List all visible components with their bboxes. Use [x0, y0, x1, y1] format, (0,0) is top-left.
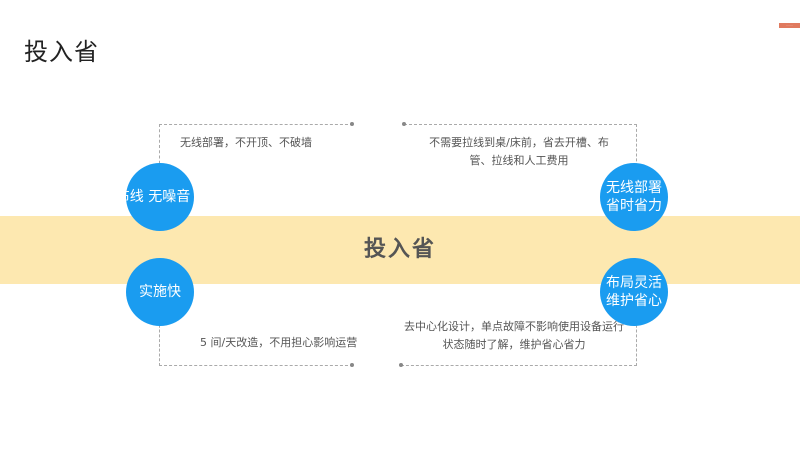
corner-tag: ······· [779, 23, 800, 28]
feature-circle-wireless: 无线部署省时省力 [600, 163, 668, 231]
dashed-frame-bottom-right [401, 320, 637, 366]
frame-dot-bottom-left-end [350, 363, 354, 367]
feature-desc-flexible: 去中心化设计，单点故障不影响使用设备运行状态随时了解，维护省心省力 [404, 320, 624, 351]
frame-dot-top-left-end [350, 122, 354, 126]
feature-circle-flexible: 布局灵活维护省心 [600, 258, 668, 326]
feature-desc-wireless: 不需要拉线到桌/床前，省去开槽、布管、拉线和人工费用 [429, 136, 609, 167]
feature-circle-wireless-label: 无线部署省时省力 [606, 180, 662, 214]
frame-dot-bottom-right-start [399, 363, 403, 367]
dashed-frame-top-right [404, 124, 637, 181]
feature-desc-wiring: 无线部署，不开顶、不破墙 [180, 136, 312, 149]
dashed-frame-bottom-left [159, 320, 353, 366]
feature-circle-fast-label: 实施快 [139, 284, 181, 300]
feature-desc-fast: 5 间/天改造，不用担心影响运营 [200, 336, 358, 349]
dashed-frame-top-left [159, 124, 353, 169]
frame-dot-top-right-start [402, 122, 406, 126]
feature-circle-fast: 实施快 [126, 258, 194, 326]
band-title: 投入省 [363, 237, 436, 262]
feature-circle-wiring: 布线 无噪音 [126, 163, 194, 231]
feature-circle-wiring-label: 布线 无噪音 [126, 189, 191, 205]
feature-circle-flexible-label: 布局灵活维护省心 [606, 275, 662, 309]
page-title: 投入省 [24, 38, 99, 66]
